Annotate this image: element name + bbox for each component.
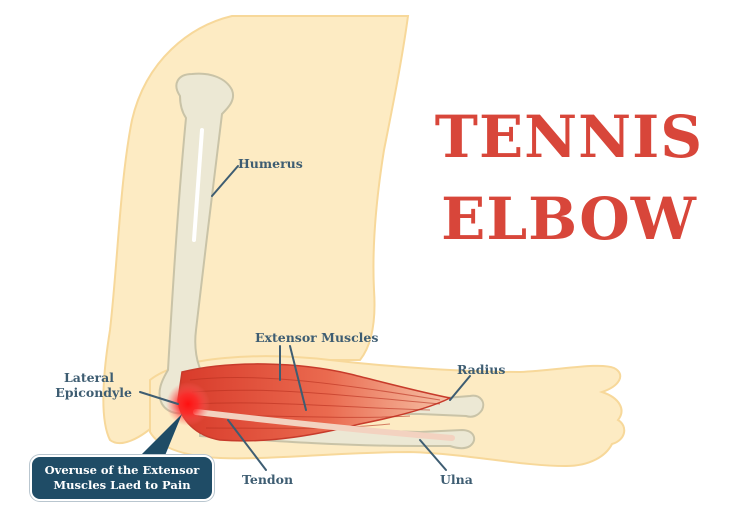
callout-line-1: Overuse of the Extensor <box>44 463 200 477</box>
label-tendon: Tendon <box>242 472 294 487</box>
extensor-muscle <box>177 363 453 442</box>
label-lateral-epicondyle: Lateral Epicondyle <box>22 370 132 400</box>
title-line-1: TENNIS <box>434 103 704 171</box>
leader-lateral <box>139 391 179 405</box>
title-line-2: ELBOW <box>441 185 697 253</box>
label-humerus: Humerus <box>238 156 303 171</box>
tendon-strand <box>193 409 455 441</box>
leader-ulna <box>419 439 447 471</box>
label-radius: Radius <box>457 362 506 377</box>
callout-pointer <box>138 414 182 458</box>
label-lateral-line-2: Epicondyle <box>55 385 132 400</box>
leader-humerus <box>211 165 239 197</box>
callout-box: Overuse of the Extensor Muscles Laed to … <box>30 455 214 501</box>
callout-text: Overuse of the Extensor Muscles Laed to … <box>39 463 206 493</box>
label-lateral-line-1: Lateral <box>63 370 114 385</box>
leader-tendon <box>227 419 267 471</box>
label-extensor-muscles: Extensor Muscles <box>255 330 379 345</box>
pain-spot <box>166 382 210 426</box>
callout-line-2: Muscles Laed to Pain <box>53 478 191 492</box>
label-ulna: Ulna <box>440 472 473 487</box>
leader-extensor-2 <box>289 345 307 411</box>
leader-radius <box>449 375 471 401</box>
humerus-highlight <box>192 128 204 242</box>
